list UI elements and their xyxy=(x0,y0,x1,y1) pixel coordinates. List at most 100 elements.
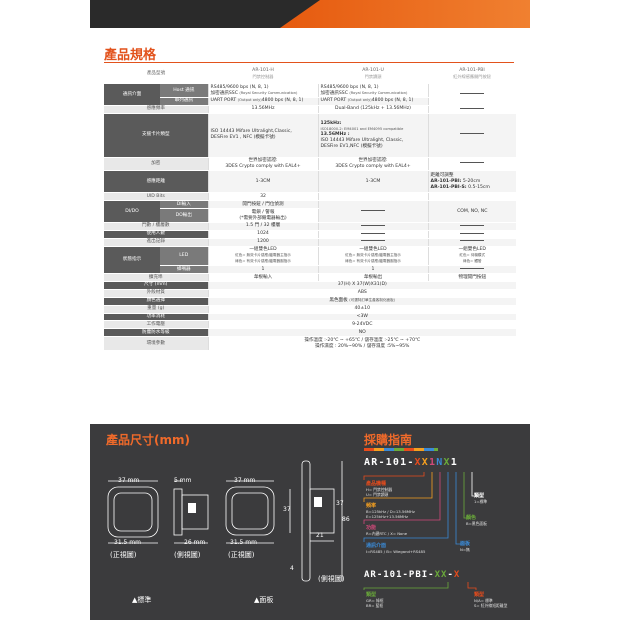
spec-title-rule xyxy=(104,62,514,63)
do-label: DO輸出 xyxy=(160,208,209,223)
color-opt-1: B=黑色面板 xyxy=(466,521,487,526)
tamper-label: 擴充埠 xyxy=(104,273,209,282)
order-connector-lines xyxy=(363,472,478,545)
h-encrypt: 世界加密認證:3DES Crypto comply with EAL4+ xyxy=(207,157,319,172)
dim-315-a: 31.5 mm xyxy=(114,539,141,546)
h-tamper: 韋根輸入 xyxy=(207,273,319,282)
dim-37-c: 37 xyxy=(283,506,291,513)
p-uid xyxy=(427,192,517,202)
spec-row-freq: 感應頻率 13.56MHz Dual-Band (125kHz + 13.56M… xyxy=(104,105,517,114)
p-cards xyxy=(427,113,517,158)
h-di: 開門按鈕 / 門位偵測 xyxy=(207,200,319,210)
size-label: 尺寸 (mm) xyxy=(104,281,209,290)
spec-row-color: 顏色選擇 黑色面板 (可選特訂單生產客制化面板) xyxy=(104,297,517,306)
series-opt-2: U= 門禁讀頭 xyxy=(366,492,389,497)
spec-section-title: 產品規格 xyxy=(104,48,157,63)
order-guide-title: 採購指南 xyxy=(364,433,413,447)
top-orange-accent xyxy=(280,0,530,28)
spec-row-case: 外殼材質 ABS xyxy=(104,289,517,298)
spec-row-logs: 進出記錄 1200 xyxy=(104,238,517,247)
u-serial: UART PORT (Output only)4800 bps (N, 8, 1… xyxy=(317,97,429,106)
size-value: 37(H) X 37(W)X31(D) xyxy=(207,281,517,290)
color-label: 顏色選擇 xyxy=(104,297,209,306)
spec-row-env: 環境參數 操作溫度 :-20℃ ~ +65℃ / 儲存溫度 :-25℃ ~ +7… xyxy=(104,336,517,351)
h-cards: ISO 14443 Mifare Ultralight,Classic,DESF… xyxy=(207,113,319,158)
func-head: 功能 xyxy=(366,525,377,531)
color-value: 黑色面板 (可選特訂單生產客制化面板) xyxy=(207,297,517,306)
u-doors xyxy=(317,222,429,231)
dim-21: 21 xyxy=(316,532,324,539)
p-buzzer xyxy=(427,265,517,274)
p-doors xyxy=(427,222,517,231)
dido-group-label: DI/DO xyxy=(104,200,160,223)
env-label: 環境參數 xyxy=(104,336,209,351)
comm-head: 通訊介面 xyxy=(366,543,387,549)
type-head: 類型 xyxy=(474,493,485,499)
dim-315-b: 31.5 mm xyxy=(230,539,257,546)
series-head: 產品機種 xyxy=(366,481,387,487)
u-range: 1-3CM xyxy=(317,170,429,194)
panel-marker: ▲面板 xyxy=(254,596,274,604)
std-side-body xyxy=(181,494,209,530)
spec-row-uid: UID Bits 32 xyxy=(104,192,517,202)
voltage-label: 工作電壓 xyxy=(104,320,209,330)
spec-row-users: 使用人數 1024 xyxy=(104,230,517,239)
u-uid xyxy=(317,192,429,202)
dim-37-a: 37 mm xyxy=(118,477,140,484)
p-comm xyxy=(427,83,517,106)
power-label: 功率消耗 xyxy=(104,313,209,322)
dim-26: 26 mm xyxy=(184,539,206,546)
comm-group-label: 通訊介面 xyxy=(104,83,160,106)
spec-row-cards: 支援卡片類型 ISO 14443 Mifare Ultralight,Class… xyxy=(104,113,517,158)
header-label: 產品型號 xyxy=(104,64,209,85)
panel-front-inner xyxy=(231,492,269,530)
u-buzzer: 1 xyxy=(317,265,429,274)
panel-side-caption: (側視圖) xyxy=(318,575,345,583)
pbi-type-opt-2: S= 紅外線短距離型 xyxy=(474,603,508,608)
spec-row-weight: 重量 (g) 40±10 xyxy=(104,305,517,314)
p-dido: COM, NO, NC xyxy=(427,200,517,223)
std-marker: ▲標準 xyxy=(132,596,152,604)
panel-side-window xyxy=(314,497,322,507)
panel-front-caption: (正視圖) xyxy=(228,551,255,559)
pbi-type-opt-1: N/A= 標準 xyxy=(474,598,493,603)
spec-row-encrypt: 加密 世界加密認證:3DES Crypto comply with EAL4+ … xyxy=(104,157,517,172)
h-users: 1024 xyxy=(207,230,319,239)
type-opt-1: 1=標準 xyxy=(474,499,488,504)
pbi-head: 類型 xyxy=(366,592,377,598)
waterproof-value: NO xyxy=(207,328,517,338)
case-value: ABS xyxy=(207,289,517,298)
dimension-drawings xyxy=(107,460,343,582)
func-opt-1: R=內建RTC / X= None xyxy=(366,531,408,536)
p-users xyxy=(427,230,517,239)
order-model-code: AR-101-XX1NX1 xyxy=(364,457,458,468)
dim-37-b: 37 mm xyxy=(234,477,256,484)
std-front-caption: (正視圖) xyxy=(110,551,137,559)
spec-row-waterproof: 防塵防水等級 NO xyxy=(104,328,517,338)
order-guide-underline xyxy=(364,448,438,451)
users-label: 使用人數 xyxy=(104,230,209,239)
spec-row-di: DI/DO DI輸入 開門按鈕 / 門位偵測 COM, NO, NC xyxy=(104,200,517,223)
gang-opt-1: N=無 xyxy=(460,547,470,552)
std-front-inner xyxy=(113,492,153,532)
voltage-value: 9-24VDC xyxy=(207,320,517,330)
logs-label: 進出記錄 xyxy=(104,238,209,247)
spec-row-size: 尺寸 (mm) 37(H) X 37(W)X31(D) xyxy=(104,281,517,290)
freq-label: 感應頻率 xyxy=(104,105,209,114)
dim-86: 86 xyxy=(342,516,350,523)
serial-label: 串列通訊 xyxy=(160,97,209,106)
p-tamper: 物理開門按鈕 xyxy=(427,273,517,282)
range-label: 感應距離 xyxy=(104,170,209,194)
pbi-type-head: 類型 xyxy=(474,592,485,598)
spec-row-doors: 門數 / 樓層數 1.5 門 / 32 樓層 xyxy=(104,222,517,231)
u-freq: Dual-Band (125kHz + 13.56MHz) xyxy=(317,105,429,114)
std-side-plate xyxy=(173,488,183,536)
